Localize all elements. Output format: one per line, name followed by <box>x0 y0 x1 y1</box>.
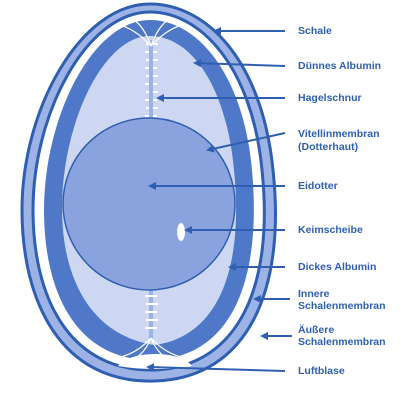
label-schale: Schale <box>298 25 332 37</box>
label-keimscheibe: Keimscheibe <box>298 224 363 236</box>
label-dickes-albumin: Dickes Albumin <box>298 261 376 273</box>
label-aeussere: Äußere <box>298 324 334 336</box>
label-aeussere-schalenmembran: Schalenmembran <box>298 336 386 348</box>
label-innere-schalenmembran: Schalenmembran <box>298 300 386 312</box>
yolk <box>63 118 235 290</box>
germinal-disc <box>177 223 185 241</box>
label-innere: Innere <box>298 288 330 300</box>
label-vitellinmembran: Vitellinmembran <box>298 128 380 140</box>
label-dotterhaut: (Dotterhaut) <box>298 141 358 153</box>
label-duennes-albumin: Dünnes Albumin <box>298 60 381 72</box>
label-luftblase: Luftblase <box>298 365 345 377</box>
label-eidotter: Eidotter <box>298 180 338 192</box>
label-hagelschnur: Hagelschnur <box>298 92 362 104</box>
